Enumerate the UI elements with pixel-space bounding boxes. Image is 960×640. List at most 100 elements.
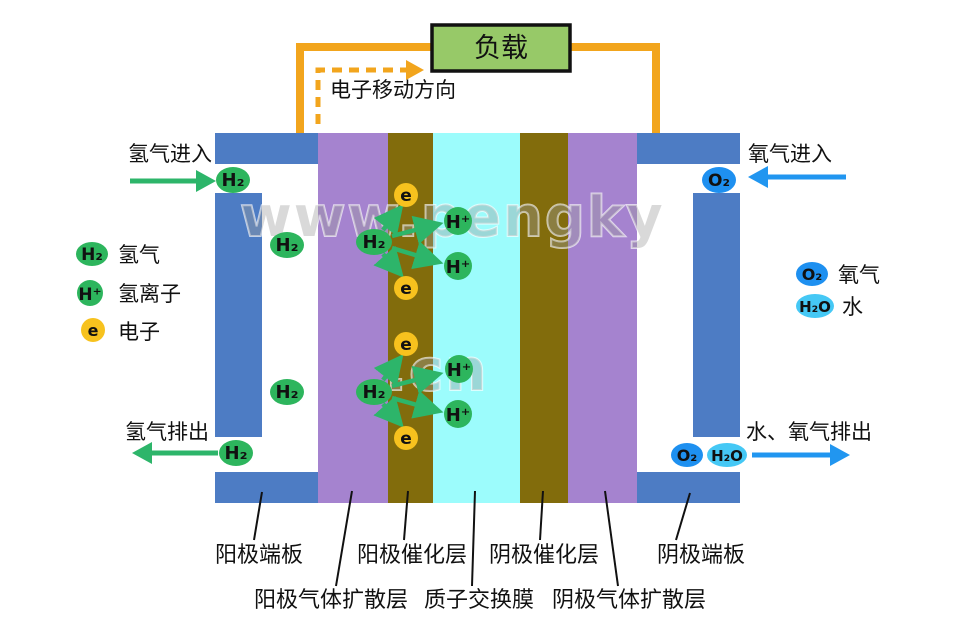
legend-h2o-symbol: H₂O (799, 298, 831, 316)
callout-cathode-gdl (604, 490, 619, 587)
callout-anode-catalyst (403, 490, 409, 541)
callout-cathode-catalyst (539, 490, 544, 541)
h2-symbol: H₂ (363, 232, 386, 253)
o2-molecule-outlet: O₂ (671, 443, 703, 467)
o2-ellipse (671, 443, 703, 467)
electron-symbol: e (400, 186, 412, 206)
h2-outlet-arrowhead-icon (132, 442, 152, 464)
legend-hplus-circle (77, 280, 103, 306)
o2-symbol: O₂ (677, 446, 698, 465)
callout-anode-plate (253, 491, 263, 541)
flow-annotations: 氢气进入 氢气排出 氧气进入 水、氧气排出 (125, 142, 872, 466)
electron-4: e (394, 426, 418, 450)
molecules: H₂ H₂ H₂ H₂ H₂ H₂ e e (216, 167, 747, 467)
h2-symbol: H₂ (225, 443, 248, 464)
hplus-ion-3: H⁺ (445, 355, 473, 383)
h2-molecule-channel-bottom: H₂ (270, 379, 304, 405)
o2-ellipse (702, 167, 736, 193)
callout-anode-gdl (335, 490, 353, 587)
anode-end-plate-bottom (215, 472, 318, 503)
electron-symbol: e (400, 279, 412, 299)
electron-circle (394, 426, 418, 450)
reaction1-arrow-to-electron-bottom (373, 245, 404, 278)
electron-symbol: e (400, 429, 412, 449)
load-box (430, 23, 572, 73)
hplus-circle (444, 207, 472, 235)
legend-right: O₂ 氧气 H₂O 水 (796, 262, 880, 319)
anode-gas-diffusion-layer (318, 133, 388, 503)
electron-symbol: e (400, 335, 412, 355)
h2-ellipse (219, 440, 253, 466)
h2-ellipse (216, 167, 250, 193)
cathode-catalyst-layer (520, 133, 568, 503)
electron-circle (394, 332, 418, 356)
hplus-circle (445, 355, 473, 383)
cell-stack (215, 133, 740, 503)
h2-molecule-reaction-1: H₂ (356, 229, 392, 255)
cathode-end-plate-rib (693, 193, 740, 437)
legend-electron-circle (81, 318, 105, 342)
layer-labels: 阳极端板 阳极催化层 阴极催化层 阴极端板 阳极气体扩散层 质子交换膜 阴极气体… (215, 543, 745, 613)
anode-gdl-label: 阳极气体扩散层 (254, 588, 408, 613)
h2-inlet-arrowhead-icon (196, 170, 216, 192)
legend-left: H₂ 氢气 H⁺ 氢离子 e 电子 (76, 242, 181, 344)
electron-direction-label: 电子移动方向 (330, 78, 456, 102)
cathode-gas-diffusion-layer (568, 133, 637, 503)
h2o-molecule-outlet: H₂O (707, 443, 747, 467)
h2-ellipse (356, 229, 392, 255)
h2-inlet-label: 氢气进入 (128, 142, 212, 166)
o2-inlet-label: 氧气进入 (748, 142, 832, 166)
membrane-label: 质子交换膜 (424, 588, 534, 613)
external-circuit: 负载 电子移动方向 (291, 23, 660, 184)
legend-hplus-label: 氢离子 (118, 282, 181, 306)
hplus-circle (444, 400, 472, 428)
legend-electron-label: 电子 (118, 320, 160, 344)
hplus-symbol: H⁺ (446, 405, 471, 426)
h2-symbol: H₂ (363, 382, 386, 403)
watermark-main: www.pengky (240, 185, 665, 250)
anode-catalyst-label: 阳极催化层 (357, 543, 467, 568)
h2-symbol: H₂ (276, 382, 299, 403)
legend-electron-symbol: e (88, 321, 99, 340)
reaction2-arrow-to-electron-top (373, 354, 404, 387)
cathode-end-plate-top (637, 133, 740, 164)
h2-molecule-reaction-2: H₂ (356, 379, 392, 405)
water-o2-outlet-arrowhead-icon (830, 444, 850, 466)
hplus-symbol: H⁺ (447, 360, 472, 381)
electron-circle (394, 276, 418, 300)
anode-plate-label: 阳极端板 (215, 543, 303, 568)
o2-molecule-inlet: O₂ (702, 167, 736, 193)
wire-anode (296, 43, 432, 135)
h2-molecule-outlet: H₂ (219, 440, 253, 466)
electron-direction-dashed-line (315, 67, 406, 124)
legend-h2-label: 氢气 (118, 243, 160, 267)
reaction1-arrow-to-electron-top (373, 204, 404, 237)
reaction2-arrow-to-electron-bottom (373, 395, 404, 428)
cathode-plate-label: 阴极端板 (657, 543, 745, 568)
hplus-circle (444, 252, 472, 280)
legend-o2-label: 氧气 (838, 263, 880, 287)
h2-ellipse (270, 379, 304, 405)
cathode-catalyst-label: 阴极催化层 (489, 543, 599, 568)
legend-o2-symbol: O₂ (802, 265, 823, 284)
anode-end-plate-rib (215, 193, 262, 437)
h2-ellipse (270, 232, 304, 258)
reaction-arrows (373, 204, 444, 428)
legend-h2-symbol: H₂ (81, 245, 103, 265)
callout-cathode-plate (675, 492, 691, 541)
h2o-ellipse (707, 443, 747, 467)
legend-hplus-symbol: H⁺ (78, 285, 101, 305)
electron-1: e (394, 183, 418, 207)
proton-exchange-membrane (433, 133, 520, 503)
callout-lines (253, 490, 691, 587)
cathode-gdl-label: 阴极气体扩散层 (552, 588, 706, 613)
h2-symbol: H₂ (276, 235, 299, 256)
hplus-symbol: H⁺ (446, 257, 471, 278)
reaction2-arrow-to-hplus-top (391, 365, 444, 395)
electron-circle (394, 183, 418, 207)
legend-h2o-ellipse (796, 294, 834, 318)
water-o2-outlet-label: 水、氧气排出 (746, 420, 872, 444)
hplus-symbol: H⁺ (446, 212, 471, 233)
h2-molecule-channel-top: H₂ (270, 232, 304, 258)
